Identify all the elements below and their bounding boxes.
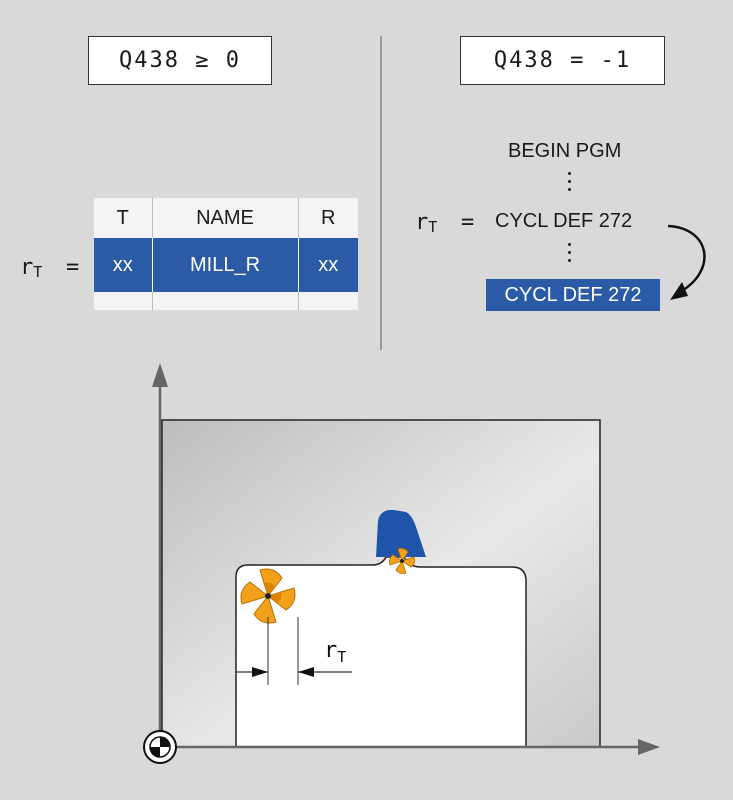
dim-symbol: r bbox=[324, 638, 337, 663]
program-line-begin: BEGIN PGM bbox=[508, 140, 622, 162]
cutter-small-icon bbox=[389, 548, 415, 574]
rt-subscript: T bbox=[428, 218, 438, 236]
tool-table: T NAME R xx MILL_R xx bbox=[94, 198, 358, 310]
dim-subscript: T bbox=[337, 648, 346, 666]
header-name: NAME bbox=[151, 198, 298, 238]
condition-left-text: Q438 ≥ 0 bbox=[119, 48, 241, 73]
rt-symbol: r bbox=[415, 210, 429, 235]
machining-diagram: rT bbox=[143, 363, 660, 764]
curved-arrow-icon bbox=[667, 224, 706, 300]
datum-origin-icon bbox=[143, 730, 177, 764]
dim-arrow-right-icon bbox=[252, 667, 268, 677]
program-line-cycl-def-2-highlight: CYCL DEF 272 bbox=[486, 279, 660, 311]
ellipsis-dots-2 bbox=[568, 243, 572, 262]
tool-holder-icon bbox=[376, 509, 426, 557]
condition-box-left: Q438 ≥ 0 bbox=[88, 36, 272, 85]
table-row-empty bbox=[94, 292, 358, 310]
equals-sign-left: = bbox=[66, 255, 80, 280]
y-axis-arrow-icon bbox=[152, 363, 168, 387]
equals-sign-right: = bbox=[461, 210, 475, 235]
panel-divider bbox=[380, 36, 382, 350]
condition-box-right: Q438 = -1 bbox=[460, 36, 665, 85]
program-line-cycl-def-2: CYCL DEF 272 bbox=[504, 283, 642, 306]
program-line-cycl-def-1: CYCL DEF 272 bbox=[495, 210, 633, 232]
rt-symbol: r bbox=[20, 255, 34, 280]
cell-name: MILL_R bbox=[151, 238, 298, 292]
rt-label-right: rT bbox=[415, 210, 437, 236]
rt-label-left: rT bbox=[20, 255, 42, 281]
rt-subscript: T bbox=[33, 263, 43, 281]
cell-r: xx bbox=[297, 238, 358, 292]
ellipsis-dots-1 bbox=[568, 172, 572, 191]
dim-arrow-left-icon bbox=[298, 667, 314, 677]
tool-table-header: T NAME R bbox=[94, 198, 358, 238]
dim-label: rT bbox=[324, 638, 346, 666]
header-t: T bbox=[94, 198, 152, 238]
cell-t: xx bbox=[94, 238, 152, 292]
header-r: R bbox=[297, 198, 358, 238]
x-axis-arrow-icon bbox=[638, 739, 660, 755]
table-row-selected: xx MILL_R xx bbox=[94, 238, 358, 292]
part-contour bbox=[235, 556, 527, 748]
condition-right-text: Q438 = -1 bbox=[493, 48, 632, 73]
cutter-large-icon bbox=[240, 568, 296, 624]
